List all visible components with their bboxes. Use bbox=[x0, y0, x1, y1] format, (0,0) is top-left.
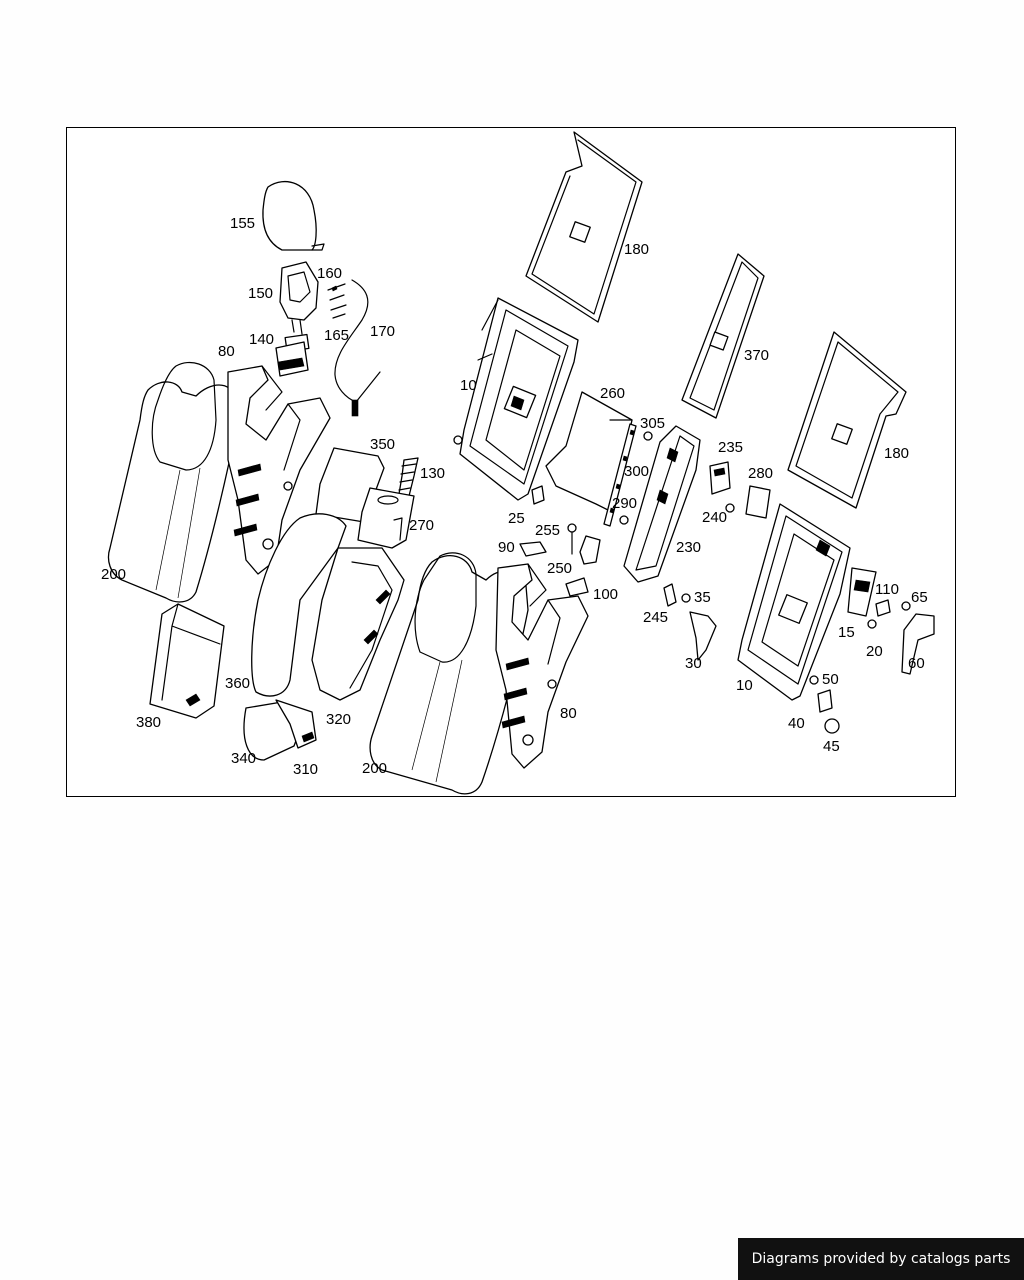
callout-50: 50 bbox=[822, 671, 839, 688]
callout-90: 90 bbox=[498, 539, 515, 556]
callout-140: 140 bbox=[249, 331, 274, 348]
center-cushion-360 bbox=[251, 513, 347, 697]
callout-45: 45 bbox=[823, 738, 840, 755]
side-bolster-right bbox=[495, 563, 589, 769]
callout-100: 100 bbox=[593, 586, 618, 603]
small-hardware bbox=[519, 431, 935, 734]
callout-200-right: 200 bbox=[362, 760, 387, 777]
callout-320: 320 bbox=[326, 711, 351, 728]
headrest-guide-part bbox=[279, 261, 319, 353]
callout-240: 240 bbox=[702, 509, 727, 526]
headrest-part bbox=[262, 180, 325, 251]
callout-290: 290 bbox=[612, 495, 637, 512]
cable-part bbox=[334, 279, 381, 417]
spring-part bbox=[327, 283, 347, 319]
callout-15: 15 bbox=[838, 624, 855, 641]
callout-130: 130 bbox=[420, 465, 445, 482]
callout-260: 260 bbox=[600, 385, 625, 402]
callout-165: 165 bbox=[324, 327, 349, 344]
callout-25: 25 bbox=[508, 510, 525, 527]
callout-labels: 155 160 150 165 170 140 80 10 180 260 37… bbox=[101, 215, 928, 778]
callout-310: 310 bbox=[293, 761, 318, 778]
armrest-box-380 bbox=[149, 603, 225, 719]
callout-160: 160 bbox=[317, 265, 342, 282]
backboard-370 bbox=[681, 253, 765, 419]
callout-10: 10 bbox=[460, 377, 477, 394]
callout-30: 30 bbox=[685, 655, 702, 672]
armrest-frame-320 bbox=[311, 547, 405, 701]
seat-back-cover-left bbox=[107, 361, 239, 603]
callout-300: 300 bbox=[624, 463, 649, 480]
callout-245: 245 bbox=[643, 609, 668, 626]
side-bolster-left bbox=[227, 365, 331, 575]
callout-150: 150 bbox=[248, 285, 273, 302]
backrest-frame-10-left bbox=[453, 297, 579, 501]
callout-250: 250 bbox=[547, 560, 572, 577]
headrest-bracket-part bbox=[275, 341, 309, 377]
callout-80: 80 bbox=[218, 343, 235, 360]
callout-235: 235 bbox=[718, 439, 743, 456]
callout-340: 340 bbox=[231, 750, 256, 767]
cup-holder-310-340 bbox=[243, 699, 317, 761]
callout-180-right: 180 bbox=[884, 445, 909, 462]
callout-380: 380 bbox=[136, 714, 161, 731]
callout-305: 305 bbox=[640, 415, 665, 432]
callout-200-left: 200 bbox=[101, 566, 126, 583]
callout-360: 360 bbox=[225, 675, 250, 692]
callout-370: 370 bbox=[744, 347, 769, 364]
callout-110: 110 bbox=[875, 581, 899, 598]
callout-170: 170 bbox=[370, 323, 395, 340]
callout-255: 255 bbox=[535, 522, 560, 539]
cover-260 bbox=[545, 391, 633, 513]
callout-80-right: 80 bbox=[560, 705, 577, 722]
callout-65: 65 bbox=[911, 589, 928, 606]
callout-280: 280 bbox=[748, 465, 773, 482]
backrest-frame-10-right bbox=[737, 503, 851, 701]
callout-180-top: 180 bbox=[624, 241, 649, 258]
callout-230: 230 bbox=[676, 539, 701, 556]
callout-35: 35 bbox=[694, 589, 711, 606]
callout-350: 350 bbox=[370, 436, 395, 453]
backboard-180-top bbox=[525, 131, 643, 323]
trim-270 bbox=[357, 487, 415, 549]
credit-badge: Diagrams provided by catalogs parts bbox=[738, 1238, 1024, 1280]
callout-10-right: 10 bbox=[736, 677, 753, 694]
callout-60: 60 bbox=[908, 655, 925, 672]
backrest-frame-230 bbox=[623, 425, 701, 583]
callout-155: 155 bbox=[230, 215, 255, 232]
strip-300 bbox=[603, 423, 637, 527]
callout-270: 270 bbox=[409, 517, 434, 534]
backboard-180-right bbox=[787, 331, 907, 509]
seat-back-cover-right bbox=[369, 552, 529, 795]
callout-40: 40 bbox=[788, 715, 805, 732]
callout-20: 20 bbox=[866, 643, 883, 660]
